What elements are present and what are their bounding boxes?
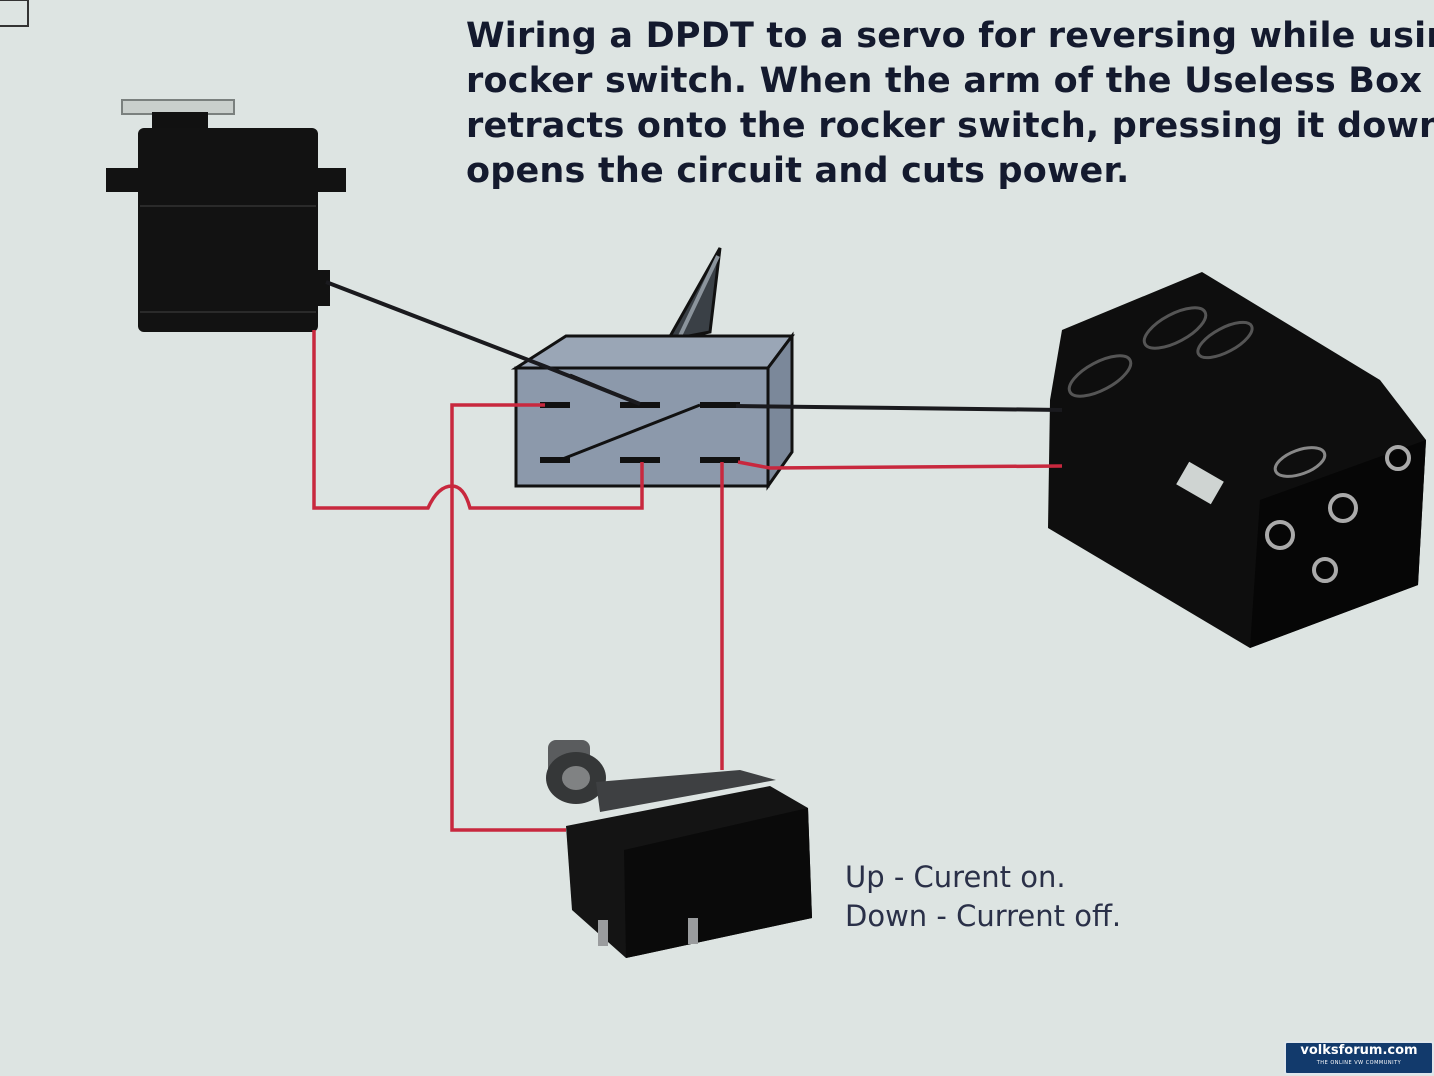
rocker-lever [665,247,722,343]
corner-frame [0,0,29,27]
note-line-up: Up - Curent on. [845,860,1066,894]
watermark-name: volksforum.com [1300,1043,1418,1058]
title-line: retracts onto the rocker switch, pressin… [466,106,1434,146]
red-wires [312,330,1063,832]
note-line-down: Down - Current off. [845,899,1122,933]
title-line: Wiring a DPDT to a servo for reversing w… [466,16,1434,56]
watermark-logo: volksforum.com THE ONLINE VW COMMUNITY [1284,1041,1434,1075]
watermark-tagline: THE ONLINE VW COMMUNITY [1316,1060,1402,1066]
servo-motor [106,99,346,332]
dpdt-rocker-switch [510,247,795,491]
switch-state-note: Up - Curent on. Down - Current off. [845,858,1121,936]
black-wires [325,280,1063,412]
switch-terminals [540,402,740,463]
micro-limit-switch [546,740,812,958]
battery-holder [1048,272,1426,648]
title-line: opens the circuit and cuts power. [466,151,1130,191]
title-line: rocker switch. When the arm of the Usele… [466,61,1423,101]
diagram-title: Wiring a DPDT to a servo for reversing w… [466,14,1434,194]
